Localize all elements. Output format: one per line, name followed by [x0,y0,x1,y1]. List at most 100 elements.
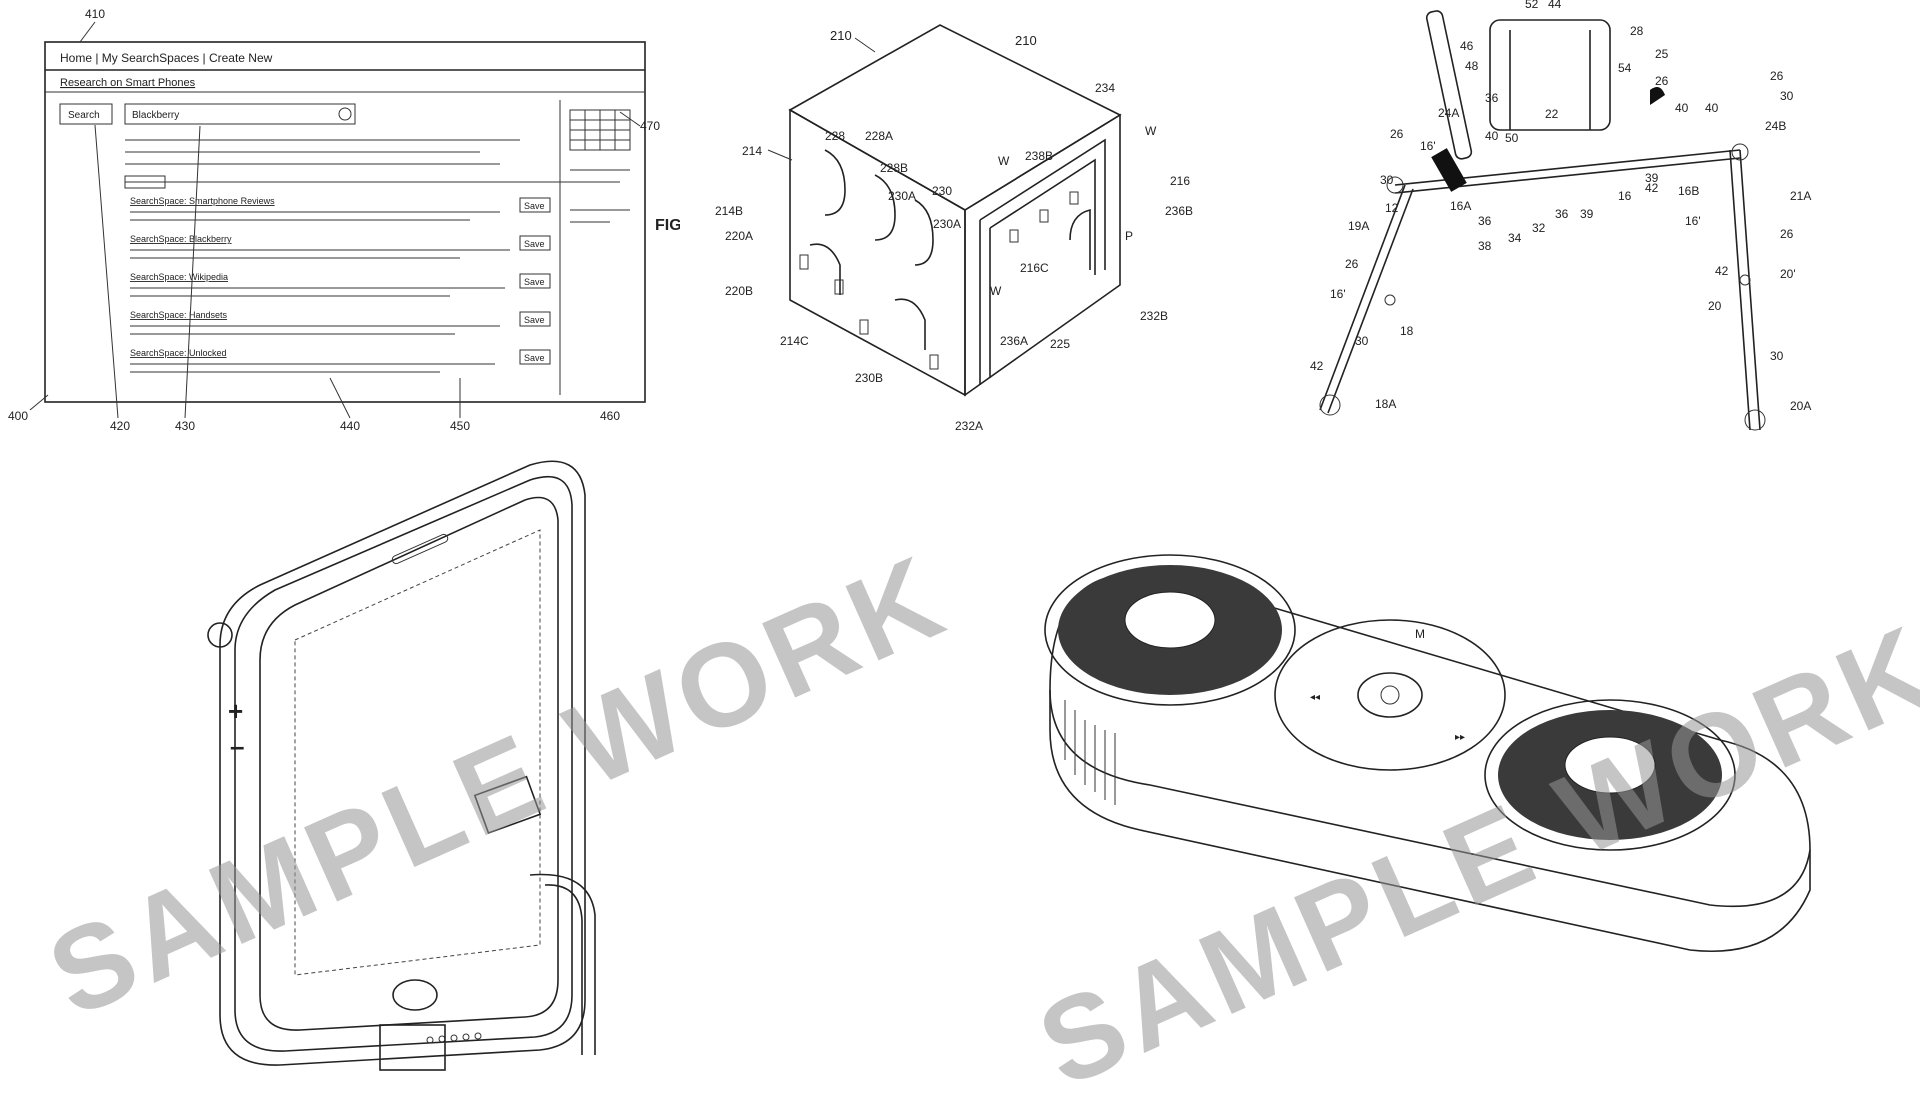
bracket-box-svg: 210 210 214 214B 220A 228 228A 228B 220B… [715,24,1193,433]
ref-label: 28 [1630,24,1644,38]
ref-label: 22 [1545,107,1559,121]
ref-label: 236B [1165,204,1193,218]
ref-label: 16 [1618,189,1632,203]
ref-label: 230 [932,184,952,198]
ref-label: 34 [1508,231,1522,245]
ref-label: 232B [1140,309,1168,323]
search-query: Blackberry [132,110,179,121]
ref-label: 228A [865,129,893,143]
ref-label: W [1145,124,1157,138]
ref-label: 216C [1020,261,1049,275]
volume-up-icon[interactable]: + [228,696,243,726]
power-button[interactable] [1357,672,1423,718]
ref-label: 39 [1645,171,1659,185]
tubular-frame-drawing: 52 44 46 48 36 40 50 22 28 25 54 26 40 4… [1300,0,1900,440]
result-save-button[interactable] [519,273,551,289]
right-speaker-cap [1564,736,1656,794]
ref-label: 236A [1000,334,1028,348]
window-title: Home | My SearchSpaces | Create New [60,51,273,65]
ref-label: 36 [1478,214,1492,228]
left-speaker-cap [1124,591,1216,649]
cutout [824,149,846,216]
ref-label: 230B [855,371,883,385]
ref-label: W [990,284,1002,298]
ref-label: 210 [1015,33,1037,48]
ref-label: 214 [742,144,762,158]
case-inner-rim [234,475,573,1052]
bracket-box-drawing: 210 210 214 214B 220A 228 228A 228B 220B… [700,0,1220,440]
search-input[interactable] [124,103,356,125]
result-title: SearchSpace: Smartphone Reviews [130,196,275,206]
connector-block [379,1024,446,1071]
ref-numeral: 410 [85,7,105,21]
ref-numeral: 420 [110,419,130,433]
ref-label: 26 [1780,227,1794,241]
frame-body [1489,19,1611,131]
speaker-drawing: ◂◂ ▸▸ M [1020,520,1840,980]
home-button[interactable] [392,979,438,1011]
ref-label: 44 [1548,0,1562,11]
next-track-icon[interactable]: ▸▸ [1455,732,1465,743]
ref-label: 210 [830,28,852,43]
charging-cable [529,873,596,1055]
ref-label: W [998,154,1010,168]
figure-label: FIG. 4 [655,217,680,234]
ref-label: 38 [1478,239,1492,253]
ref-label: 16A [1450,199,1471,213]
ref-label: 238B [1025,149,1053,163]
figure-4-ui-drawing: Home | My SearchSpaces | Create New Rese… [0,0,680,440]
cutout [914,199,934,266]
ref-label: 228 [825,129,845,143]
connector-pins [426,1032,482,1044]
ref-label: 220B [725,284,753,298]
search-icon [338,107,352,121]
result-title: SearchSpace: Blackberry [130,234,232,244]
control-panel [1274,619,1506,771]
box-top-face [788,24,1122,211]
ref-label: 42 [1310,359,1324,373]
search-button-label: Search [68,110,100,121]
result-save-button[interactable] [519,235,551,251]
ref-label: 26 [1770,69,1784,83]
volume-down-icon[interactable]: – [230,731,244,761]
clamp [1431,148,1467,192]
ref-label: 220A [725,229,753,243]
ref-numeral: 430 [175,419,195,433]
result-save-button[interactable] [519,349,551,365]
phone-screen [294,529,541,976]
ref-label: 232A [955,419,983,433]
previous-track-icon[interactable]: ◂◂ [1310,692,1320,703]
tab-all[interactable] [124,175,166,189]
ref-label: 19A [1348,219,1369,233]
search-button[interactable] [59,103,113,125]
window-frame [44,41,646,403]
leg-arch [894,298,926,350]
ref-label: 214C [780,334,809,348]
ref-label: 20A [1790,399,1811,413]
ref-label: 16B [1678,184,1699,198]
tubular-frame-svg: 52 44 46 48 36 40 50 22 28 25 54 26 40 4… [1310,0,1811,431]
result-item: SearchSpace: Unlocked Save [130,348,551,373]
window-subtitle: Research on Smart Phones [60,77,196,89]
result-title: SearchSpace: Wikipedia [130,272,228,282]
ref-numeral: 440 [340,419,360,433]
left-speaker-rim [1044,554,1296,706]
leg-arch [1069,208,1091,270]
ref-label: 39 [1580,207,1594,221]
ref-numeral: 460 [600,409,620,423]
result-save-button[interactable] [519,311,551,327]
ref-numeral: 470 [640,119,660,133]
mode-icon[interactable]: M [1415,627,1425,641]
ref-label: 48 [1465,59,1479,73]
ref-label: 26 [1655,74,1669,88]
ref-label: 30 [1780,89,1794,103]
result-save-button[interactable] [519,197,551,213]
box-right-face [964,113,1121,397]
ref-label: 36 [1555,207,1569,221]
speaker-svg: ◂◂ ▸▸ M [1044,554,1811,952]
ref-label: 54 [1618,61,1632,75]
result-item: SearchSpace: Smartphone Reviews Save [130,196,551,221]
left-leg [1319,184,1406,411]
ref-label: 16' [1420,139,1436,153]
side-switch[interactable] [207,622,233,648]
